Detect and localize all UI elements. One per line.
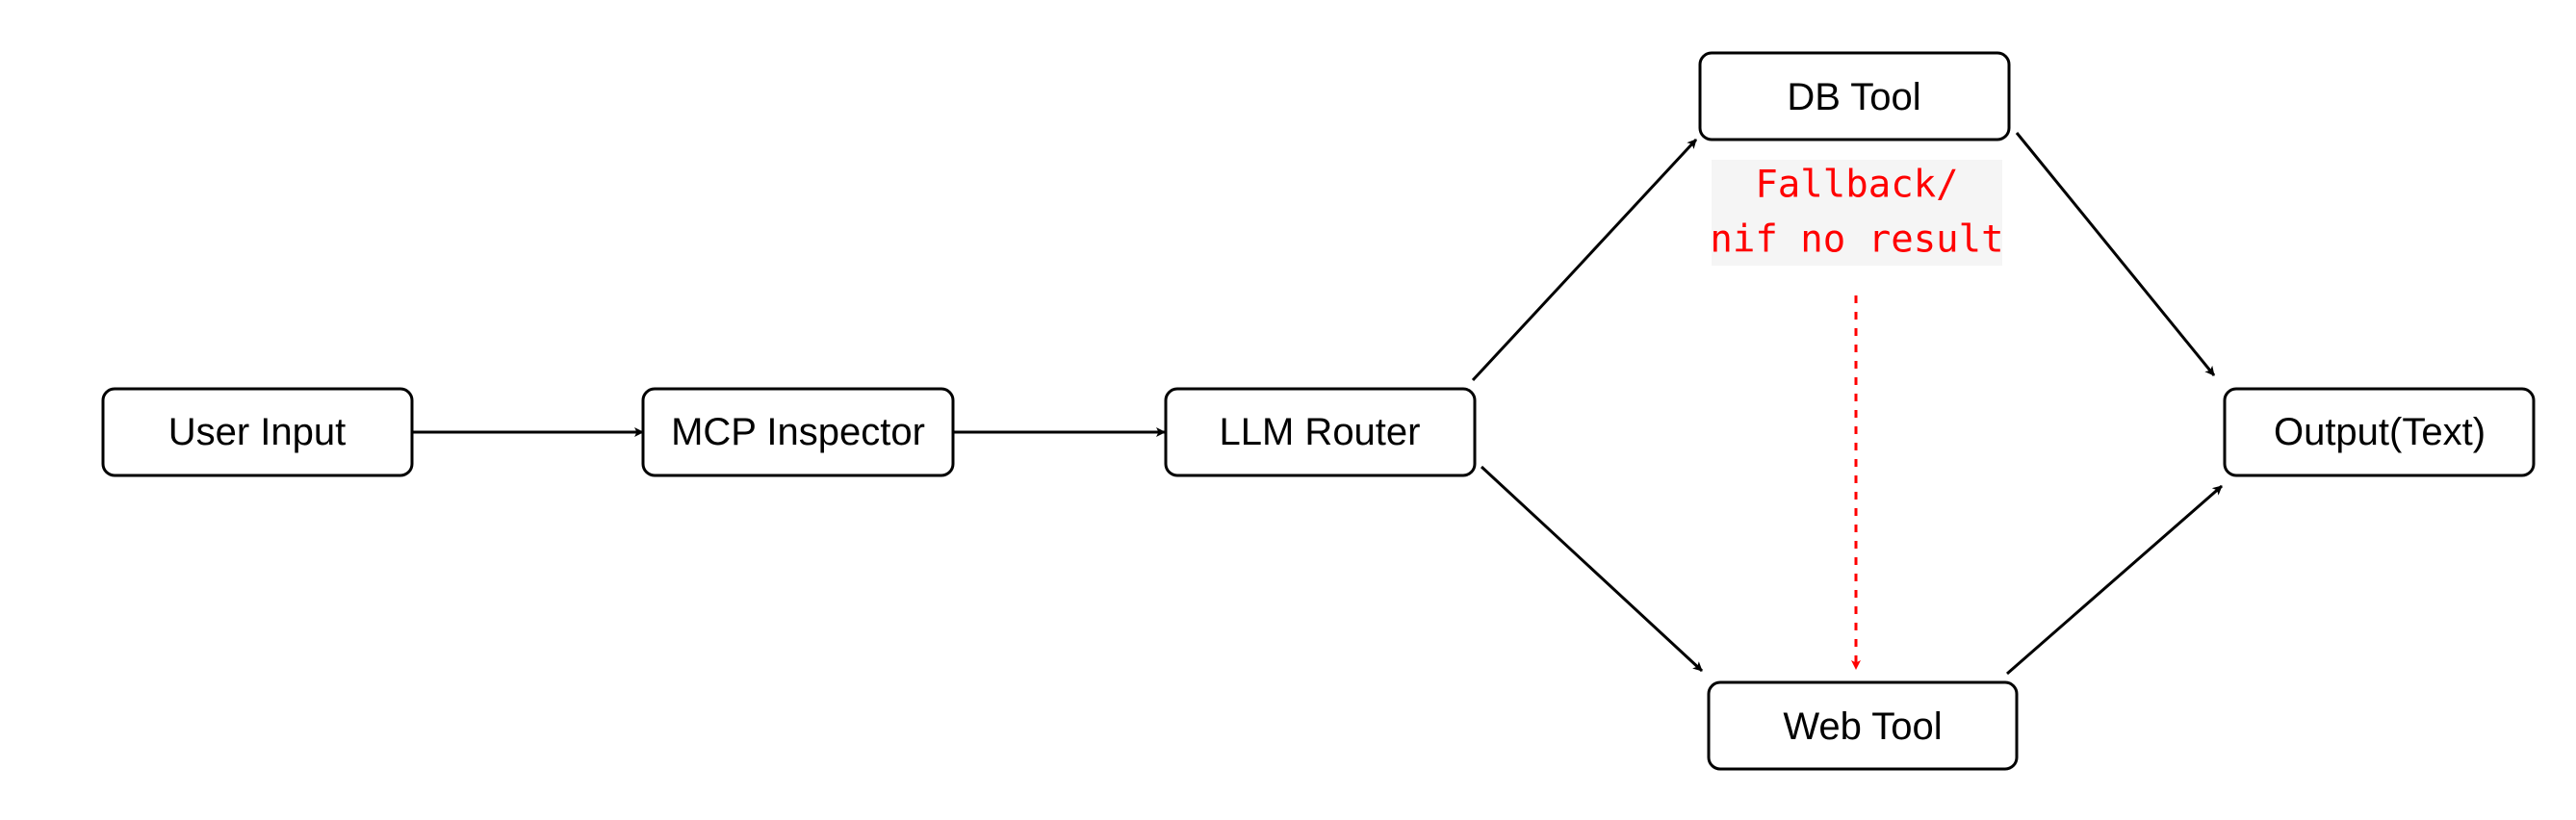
node-web-tool-box xyxy=(1707,680,2019,771)
fallback-note-line-1: Fallback/ xyxy=(1755,164,1958,207)
node-output[interactable]: Output(Text) xyxy=(2223,387,2536,477)
node-db-tool[interactable]: DB Tool xyxy=(1698,51,2011,141)
node-web-tool-label: Web Tool xyxy=(1783,705,1942,748)
node-user-input-label: User Input xyxy=(168,411,347,453)
edge-llm-router-to-web-tool xyxy=(1480,465,1704,673)
edge-web-tool-to-output xyxy=(2006,484,2223,676)
node-mcp-inspector-label: MCP Inspector xyxy=(671,411,925,453)
fallback-note-background xyxy=(1712,160,2002,266)
node-user-input[interactable]: User Input xyxy=(101,387,414,477)
node-llm-router-label: LLM Router xyxy=(1220,411,1421,453)
node-output-label: Output(Text) xyxy=(2274,411,2486,453)
edges xyxy=(412,132,2223,676)
node-llm-router-box xyxy=(1164,387,1477,477)
fallback-note-line-2: nif no result xyxy=(1710,218,2003,262)
fallback-note: Fallback/ nif no result xyxy=(1710,160,2004,266)
node-output-box xyxy=(2223,387,2536,477)
node-llm-router[interactable]: LLM Router xyxy=(1164,387,1477,477)
node-db-tool-label: DB Tool xyxy=(1787,76,1920,118)
node-mcp-inspector[interactable]: MCP Inspector xyxy=(641,387,955,477)
node-db-tool-box xyxy=(1698,51,2011,141)
edge-db-tool-to-output xyxy=(2015,132,2216,376)
edge-llm-router-to-db-tool xyxy=(1471,138,1698,382)
node-user-input-box xyxy=(101,387,414,477)
node-web-tool[interactable]: Web Tool xyxy=(1707,680,2019,771)
node-mcp-inspector-box xyxy=(641,387,955,477)
